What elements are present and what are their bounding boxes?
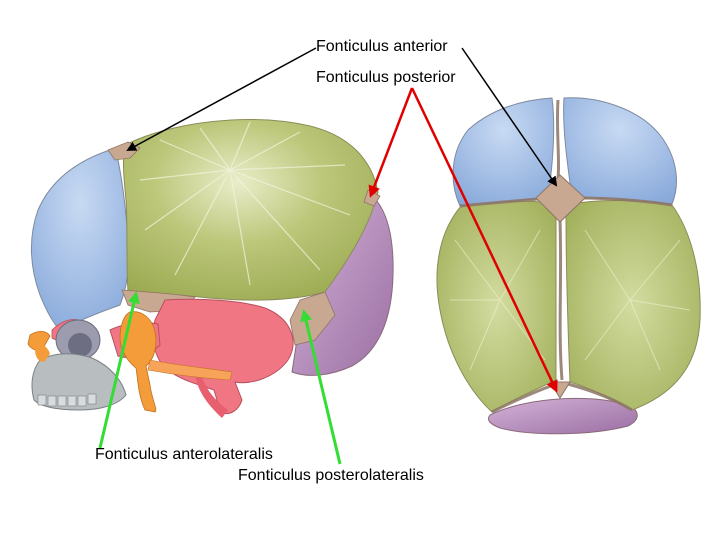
teeth-row [37, 393, 97, 407]
label-fonticulus-posterior: Fonticulus posterior [316, 69, 456, 86]
label-fonticulus-anterior: Fonticulus anterior [316, 38, 448, 55]
temporal-bone [152, 298, 294, 415]
anterior-fontanelle-top [535, 174, 586, 223]
frontal-bone-lateral [31, 149, 130, 331]
label-fonticulus-posterolateralis: Fonticulus posterolateralis [238, 467, 424, 484]
arrow-posterolateralis [300, 309, 342, 465]
arrow-posterior-top [410, 87, 558, 393]
pointer-arrows [98, 47, 558, 465]
arrow-anterolateralis [98, 291, 140, 449]
arrow-anterior-top [461, 47, 558, 187]
posterolateral-fontanelle [289, 291, 336, 346]
temporal-styloid [195, 370, 228, 418]
parietal-striations [139, 121, 351, 286]
orange-process [34, 344, 50, 362]
left-frontal-top [452, 97, 555, 207]
arrow-anterior-lateral [126, 47, 317, 151]
zygomatic-arch [147, 359, 233, 381]
orbit-depth [68, 333, 92, 357]
lateral-skull-view [27, 119, 394, 418]
right-frontal-top [563, 97, 677, 205]
zygomatic-bone [119, 311, 157, 413]
label-fonticulus-anterolateralis: Fonticulus anterolateralis [95, 446, 273, 463]
parietal-bone-lateral [122, 119, 379, 301]
arrow-posterior-lateral [368, 87, 414, 198]
occipital-bone-top [487, 398, 638, 435]
superior-skull-view [436, 97, 701, 435]
